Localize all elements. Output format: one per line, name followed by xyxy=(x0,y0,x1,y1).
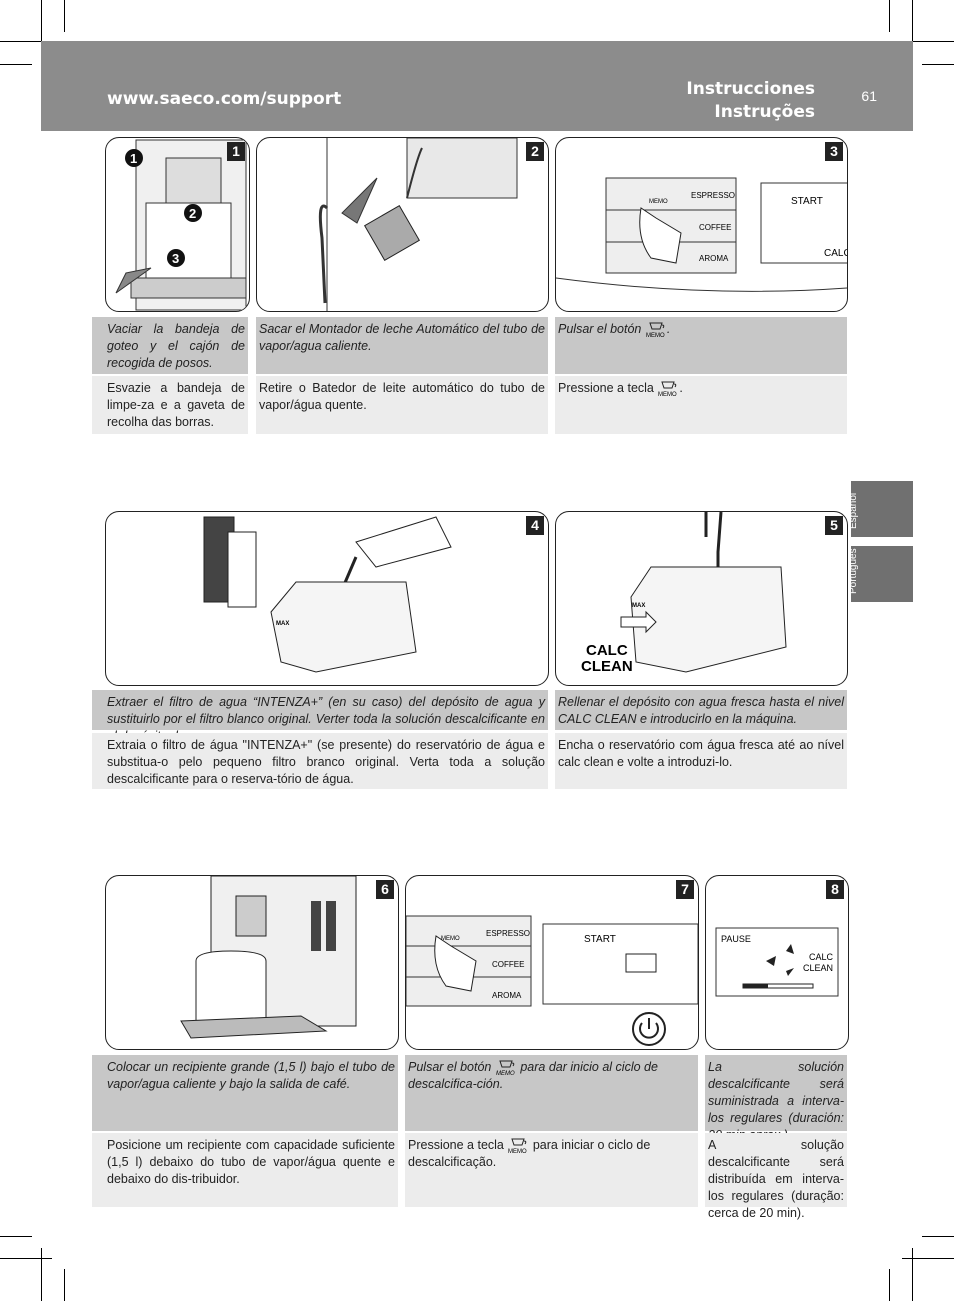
display-start: START xyxy=(791,196,823,207)
step-6-illustration: 6 xyxy=(105,875,399,1050)
step-4-pt-text: Extraia o filtro de água "INTENZA+" (se … xyxy=(92,733,548,789)
memo-cup-icon: MEMO xyxy=(508,1138,527,1154)
tab-portugues[interactable]: Português xyxy=(848,546,913,602)
crop-mark xyxy=(41,0,42,52)
crop-mark xyxy=(889,1269,890,1301)
step-2-pt-text: Retire o Batedor de leite automático do … xyxy=(256,376,548,434)
step-2-illustration: 2 xyxy=(256,137,549,312)
crop-mark xyxy=(922,64,954,65)
step-number: 5 xyxy=(825,516,843,535)
step-3-illustration: ESPRESSO COFFEE AROMA MEMO START CALC 3 xyxy=(555,137,848,312)
crop-mark xyxy=(912,1248,913,1301)
step-number: 8 xyxy=(826,880,844,899)
title-pt: Instruções xyxy=(714,102,815,122)
page-title: Instrucciones Instruções xyxy=(686,78,815,124)
espresso-label: ESPRESSO xyxy=(486,929,530,938)
page-number: 61 xyxy=(861,88,877,104)
display-clean: CLEAN xyxy=(803,963,833,973)
aroma-label: AROMA xyxy=(492,991,522,1000)
milk-frother-illustration xyxy=(318,138,518,311)
title-es: Instrucciones xyxy=(686,79,815,99)
svg-text:2: 2 xyxy=(189,206,196,221)
progress-fill xyxy=(743,984,768,988)
crop-mark xyxy=(41,1248,42,1301)
step-6-es-text: Colocar un recipiente grande (1,5 l) baj… xyxy=(92,1055,398,1131)
step-number: 2 xyxy=(526,142,544,161)
step-1-pt-text: Esvazie a bandeja de limpe-za e a gaveta… xyxy=(92,376,248,434)
display-calc: CALC xyxy=(809,952,834,962)
crop-mark xyxy=(912,0,913,52)
espresso-label: ESPRESSO xyxy=(691,191,735,200)
descaling-progress-display: PAUSE CALC CLEAN xyxy=(715,927,839,997)
memo-label: MEMO xyxy=(441,936,460,942)
step-1-illustration: 1 2 3 1 xyxy=(105,137,250,312)
container-under-spout-illustration xyxy=(180,876,357,1039)
step-number: 1 xyxy=(227,142,245,161)
svg-text:MEMO: MEMO xyxy=(508,1149,527,1154)
step-number: 3 xyxy=(825,142,843,161)
tab-espanol[interactable]: Español xyxy=(848,481,913,537)
coffee-label: COFFEE xyxy=(699,223,731,232)
support-url-link[interactable]: www.saeco.com/support xyxy=(107,89,342,109)
control-panel-illustration: ESPRESSO COFFEE AROMA MEMO START CALC xyxy=(556,177,847,292)
crop-mark xyxy=(902,41,954,42)
svg-text:3: 3 xyxy=(172,251,179,266)
start-descaling-illustration: ESPRESSO COFFEE AROMA MEMO START xyxy=(406,915,698,1046)
display-pause: PAUSE xyxy=(721,934,751,944)
calc-clean-label-line1: CALC xyxy=(586,642,628,659)
max-level-label: MAX xyxy=(276,621,289,627)
svg-text:MEMO: MEMO xyxy=(658,392,677,397)
crop-mark xyxy=(922,1236,954,1237)
water-tank-fill-illustration: MAX CALC CLEAN xyxy=(581,512,787,675)
coffee-label: COFFEE xyxy=(492,960,524,969)
svg-text:MEMO: MEMO xyxy=(496,1071,515,1076)
svg-text:1: 1 xyxy=(130,151,137,166)
step-number: 4 xyxy=(526,516,544,535)
step-5-es-text: Rellenar el depósito con agua fresca has… xyxy=(555,690,847,730)
step-2-es-text: Sacar el Montador de leche Automático de… xyxy=(256,317,548,374)
memo-cup-icon: MEMO xyxy=(496,1060,515,1076)
step-3-pt-text: Pressione a tecla MEMO. xyxy=(555,376,847,434)
step-7-pt-text: Pressione a tecla MEMO para iniciar o ci… xyxy=(405,1133,698,1207)
descaler-pour-illustration: MAX xyxy=(203,516,452,673)
crop-mark xyxy=(902,1258,954,1259)
calc-clean-label-line2: CLEAN xyxy=(581,658,633,675)
crop-mark xyxy=(889,0,890,32)
crop-mark xyxy=(0,64,32,65)
memo-cup-icon: MEMO xyxy=(646,322,665,338)
crop-mark xyxy=(0,1258,52,1259)
step-3-es-text: Pulsar el botón MEMO. xyxy=(555,317,847,374)
crop-mark xyxy=(0,1236,32,1237)
step-5-illustration: MAX CALC CLEAN 5 xyxy=(555,511,848,686)
max-level-label: MAX xyxy=(632,603,645,609)
display-calc: CALC xyxy=(824,248,847,259)
crop-mark xyxy=(64,0,65,32)
step-number: 7 xyxy=(676,880,694,899)
machine-tray-illustration: 1 2 3 xyxy=(115,139,247,311)
crop-mark xyxy=(64,1269,65,1301)
step-8-es-text: La solución descalcificante será suminis… xyxy=(705,1055,847,1142)
memo-cup-icon: MEMO xyxy=(658,381,677,397)
step-number: 6 xyxy=(376,880,394,899)
svg-text:MEMO: MEMO xyxy=(646,333,665,338)
step-1-es-text: Vaciar la bandeja de goteo y el cajón de… xyxy=(92,317,248,374)
step-7-illustration: ESPRESSO COFFEE AROMA MEMO START 7 xyxy=(405,875,699,1050)
step-6-pt-text: Posicione um recipiente com capacidade s… xyxy=(92,1133,398,1207)
step-4-es-text: Extraer el filtro de agua “INTENZA+” (en… xyxy=(92,690,548,743)
crop-mark xyxy=(0,41,52,42)
step-4-illustration: MAX 4 xyxy=(105,511,549,686)
step-5-pt-text: Encha o reservatório com água fresca até… xyxy=(555,733,847,789)
memo-label: MEMO xyxy=(649,199,668,205)
display-start: START xyxy=(584,934,616,945)
step-7-es-text: Pulsar el botón MEMO para dar inicio al … xyxy=(405,1055,698,1131)
step-8-illustration: PAUSE CALC CLEAN 8 xyxy=(705,875,849,1050)
aroma-label: AROMA xyxy=(699,254,729,263)
step-8-pt-text: A solução descalcificante será distribuí… xyxy=(705,1133,847,1220)
header-bar: www.saeco.com/support Instrucciones Inst… xyxy=(41,41,913,131)
